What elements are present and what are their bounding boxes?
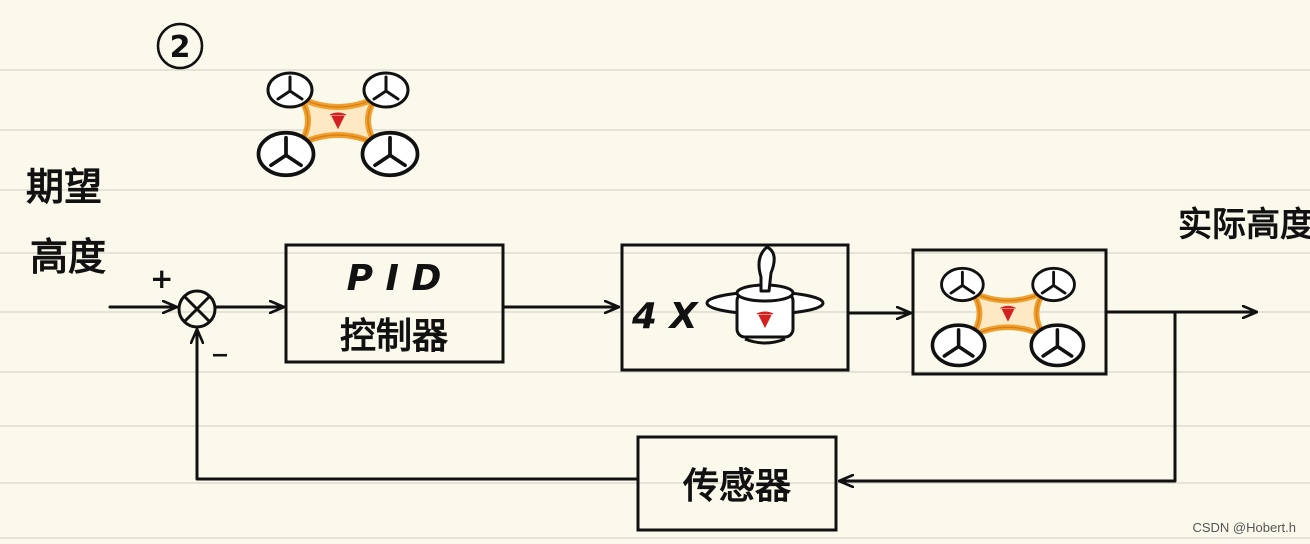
- feedback-arrow-to-junction: [197, 330, 640, 481]
- minus-sign: _: [213, 324, 227, 357]
- output-label: 实际高度: [1178, 205, 1310, 245]
- drone-illustration: [259, 73, 418, 175]
- motor-box-label: 4 X: [631, 296, 700, 337]
- input-label-line2: 高度: [30, 235, 106, 279]
- summing-junction: [177, 289, 217, 329]
- pid-box-label-line1: P I D: [347, 258, 442, 299]
- sensor-box: 传感器: [636, 435, 838, 532]
- plus-sign: +: [150, 262, 173, 295]
- motor-icon: [705, 245, 825, 345]
- pid-box-label-line2: 控制器: [340, 316, 449, 357]
- paper-rules: [0, 69, 1310, 539]
- step-marker: 2: [156, 22, 204, 70]
- pid-controller-box: P I D 控制器: [284, 243, 505, 364]
- watermark: CSDN @Hobert.h: [1192, 520, 1296, 535]
- feedback-arrow-to-sensor: [840, 310, 1177, 481]
- input-label-line1: 期望: [26, 165, 102, 209]
- motor-box: 4 X: [620, 243, 850, 372]
- sensor-box-label: 传感器: [682, 466, 792, 507]
- step-marker-number: 2: [170, 30, 191, 65]
